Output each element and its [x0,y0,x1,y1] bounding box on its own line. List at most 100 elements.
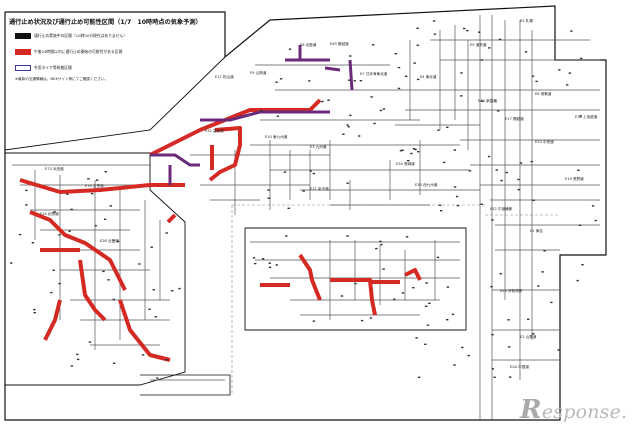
legend-label-closed: 通行止め実施中の区間（10時00分現在はありません） [34,33,128,38]
interchange-marker [413,62,416,64]
interchange-marker [70,208,73,211]
legend: 通行止め実施中の区間（10時00分現在はありません） 午後24時間以内に通行止め… [15,31,155,82]
frame-kyushu [4,152,186,386]
winter-tire-routes [150,45,354,185]
frame-hokkaido [4,11,226,151]
interchange-marker [31,242,35,244]
interchange-marker [399,150,403,152]
interchange-marker [433,33,437,35]
interchange-marker [543,250,546,252]
interchange-marker [488,47,491,49]
interchange-marker [425,282,428,284]
interchange-marker [453,186,457,188]
route-label: E4A 新直轄 [478,98,497,103]
interchange-marker [96,179,99,181]
interchange-marker [52,269,55,271]
interchange-marker [138,263,141,265]
interchange-marker [405,236,409,238]
interchange-marker [550,301,553,304]
interchange-marker [148,308,151,310]
interchange-marker [165,232,168,234]
closure-segment [166,213,177,224]
interchange-marker [517,178,520,181]
interchange-marker [446,319,449,321]
interchange-marker [58,282,61,285]
interchange-marker [25,204,28,206]
interchange-marker [25,189,28,192]
closure-segment [149,98,322,157]
interchange-marker [380,243,383,246]
interchange-marker [152,289,155,291]
interchange-marker [102,270,105,273]
route-label: E49 磐越道 [330,41,349,46]
closure-routes [19,98,422,362]
route-label: E6 常磐道 [535,91,552,96]
interchange-marker [404,75,408,77]
legend-note: ※最新の交通情報は、NEXサイト等にてご確認ください。 [15,77,109,81]
interchange-marker [432,20,436,22]
closure-segment [298,253,322,301]
interchange-marker [537,285,540,287]
interchange-marker [76,358,80,361]
interchange-marker [509,376,512,378]
route-label: E1 東名 [530,228,543,233]
legend-label-winter: 冬用タイヤ等装着区間 [34,65,72,70]
interchange-marker [453,149,456,151]
interchange-marker [50,291,53,294]
interchange-marker [557,349,560,351]
route-label: E18 上信越道 [575,114,598,119]
winter-tire-segment [348,59,354,91]
interchange-marker [517,188,520,191]
interchange-marker [424,343,427,345]
legend-swatch-closed [15,33,31,39]
interchange-marker [576,279,579,282]
interchange-marker [577,169,580,171]
interchange-marker [493,376,496,378]
legend-row-closed: 通行止め実施中の区間（10時00分現在はありません） [15,31,155,41]
route-label: E2A 中国道 [510,364,529,369]
interchange-marker [372,44,375,46]
closure-segment [43,299,62,341]
legend-swatch-winter [15,65,31,71]
interchange-marker [141,354,145,356]
interchange-marker [412,287,415,289]
interchange-marker [460,72,463,74]
interchange-marker [171,290,174,292]
interchange-marker [382,108,386,110]
interchange-marker [581,264,584,266]
interchange-marker [283,171,287,173]
interchange-marker [425,305,428,307]
interchange-marker [500,179,503,182]
interchange-marker [53,211,56,213]
logo-text: esponse. [541,401,628,423]
interchange-marker [426,324,430,326]
interchange-marker [275,81,278,83]
route-label: E7 日本海東北道 [360,71,388,76]
frame-shikoku [244,227,467,331]
interchange-marker [532,333,535,335]
interchange-marker [267,189,270,191]
interchange-marker [535,80,538,83]
interchange-marker [480,203,483,205]
interchange-marker [558,69,561,71]
closure-segment [118,299,171,362]
interchange-marker [498,38,502,41]
route-label: E74 広島道 [85,183,104,188]
interchange-marker [109,205,112,207]
winter-tire-segment [150,153,200,167]
interchange-marker [91,192,94,195]
interchange-marker [103,218,107,220]
interchange-marker [154,316,157,318]
route-label: E8 北陸道 [300,42,317,47]
closure-segment [208,126,242,182]
legend-row-possible: 午後24時間以内に通行止め開始の可能性がある区間 [15,47,155,57]
route-label: E35 西九州道 [415,182,438,187]
closure-segment [78,259,107,322]
interchange-marker [252,257,256,259]
interchange-marker [33,312,36,314]
interchange-marker [261,258,265,260]
winter-tire-segment [324,66,341,72]
interchange-marker [66,193,69,195]
interchange-marker [417,78,420,81]
